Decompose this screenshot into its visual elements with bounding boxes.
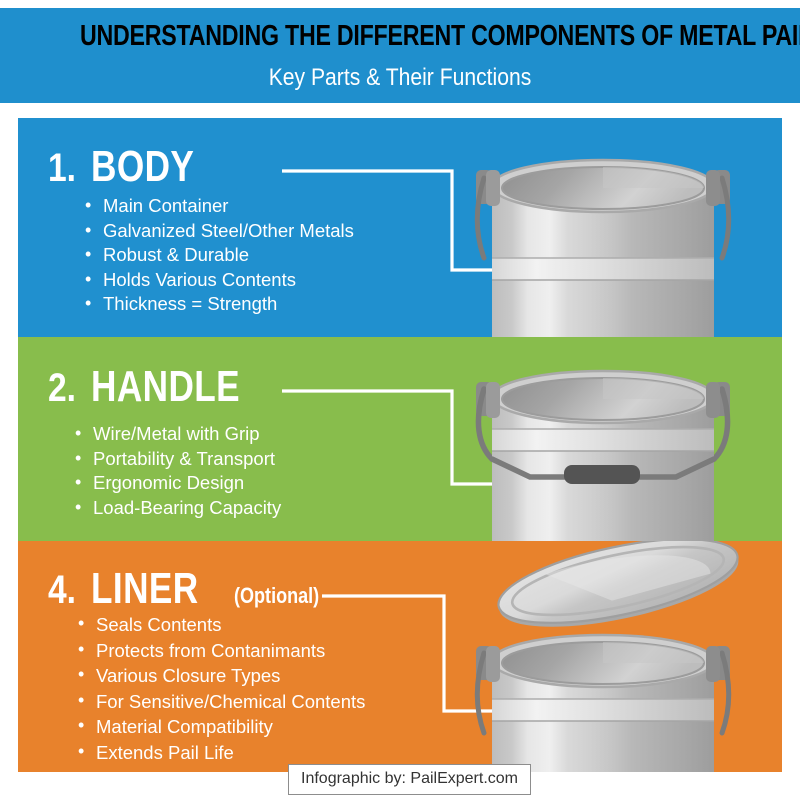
section-number-liner: 4. [48,568,77,612]
list-item: Wire/Metal with Grip [75,421,281,447]
illustration-pail-body [468,118,768,342]
list-item: Robust & Durable [85,242,354,268]
section-title-handle: 2. HANDLE [48,365,278,409]
section-number-body: 1. [48,146,77,190]
section-title-liner: 4. LINER (Optional) [48,567,338,611]
list-item: Various Closure Types [78,662,365,689]
bullet-list-body: Main Container Galvanized Steel/Other Me… [85,193,354,317]
section-name-handle: HANDLE [91,362,241,411]
page-subtitle: Key Parts & Their Functions [268,64,532,91]
illustration-pail-handle [468,337,768,546]
list-item: Seals Contents [78,611,365,638]
list-item: Protects from Contanimants [78,637,365,664]
section-name-body: BODY [91,142,195,191]
page-title: UNDERSTANDING THE DIFFERENT COMPONENTS O… [80,20,800,52]
list-item: Load-Bearing Capacity [75,495,281,521]
section-suffix-liner: (Optional) [233,583,320,608]
section-title-body: 1. BODY [48,145,220,189]
list-item: Ergonomic Design [75,470,281,496]
bullet-list-handle: Wire/Metal with Grip Portability & Trans… [75,421,281,521]
handle-grip [564,465,640,484]
header-banner: UNDERSTANDING THE DIFFERENT COMPONENTS O… [0,8,800,103]
list-item: Thickness = Strength [85,291,354,317]
list-item: Galvanized Steel/Other Metals [85,218,354,244]
list-item: For Sensitive/Chemical Contents [78,688,365,715]
list-item: Extends Pail Life [78,739,365,766]
list-item: Material Compatibility [78,713,365,740]
credit-box: Infographic by: PailExpert.com [288,764,531,795]
list-item: Main Container [85,193,354,219]
pail-lid [497,538,739,627]
illustration-pail-liner [468,538,768,777]
section-number-handle: 2. [48,366,77,410]
section-name-liner: LINER [91,564,199,613]
list-item: Holds Various Contents [85,267,354,293]
list-item: Portability & Transport [75,446,281,472]
bullet-list-liner: Seals Contents Protects from Contanimant… [78,611,365,766]
